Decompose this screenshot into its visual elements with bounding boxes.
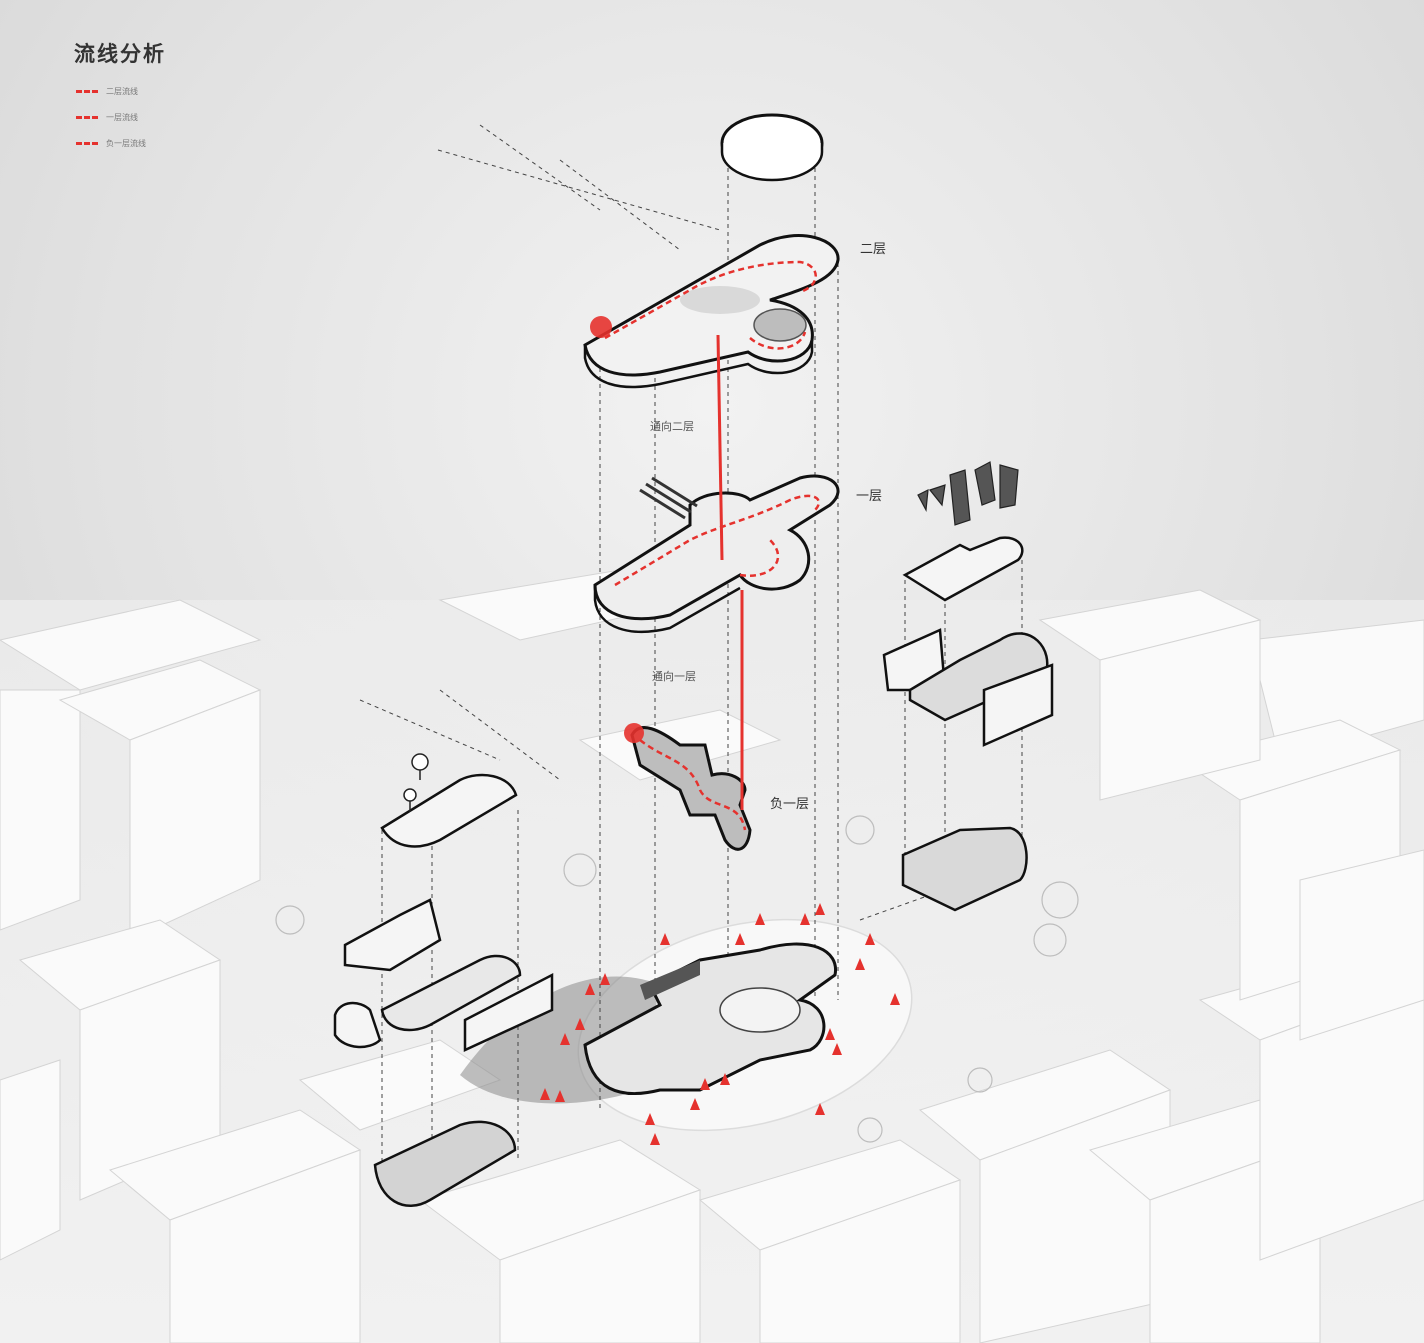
dashed-line-icon xyxy=(76,116,98,119)
dashed-line-icon xyxy=(76,142,98,145)
legend-label: 一层流线 xyxy=(106,112,138,123)
legend-item-level2: 二层流线 xyxy=(76,78,146,104)
floor-label-basement: 负一层 xyxy=(770,793,809,812)
dashed-line-icon xyxy=(76,90,98,93)
legend: 二层流线 一层流线 负一层流线 xyxy=(76,78,146,156)
legend-label: 二层流线 xyxy=(106,86,138,97)
link-label-to-level1: 通向一层 xyxy=(652,668,696,684)
legend-item-level1: 一层流线 xyxy=(76,104,146,130)
diagram-title: 流线分析 xyxy=(74,38,166,68)
floor-label-level1: 一层 xyxy=(856,485,882,504)
legend-label: 负一层流线 xyxy=(106,138,146,149)
floor-label-level2: 二层 xyxy=(860,238,886,257)
link-label-to-level2: 通向二层 xyxy=(650,418,694,434)
legend-item-basement: 负一层流线 xyxy=(76,130,146,156)
